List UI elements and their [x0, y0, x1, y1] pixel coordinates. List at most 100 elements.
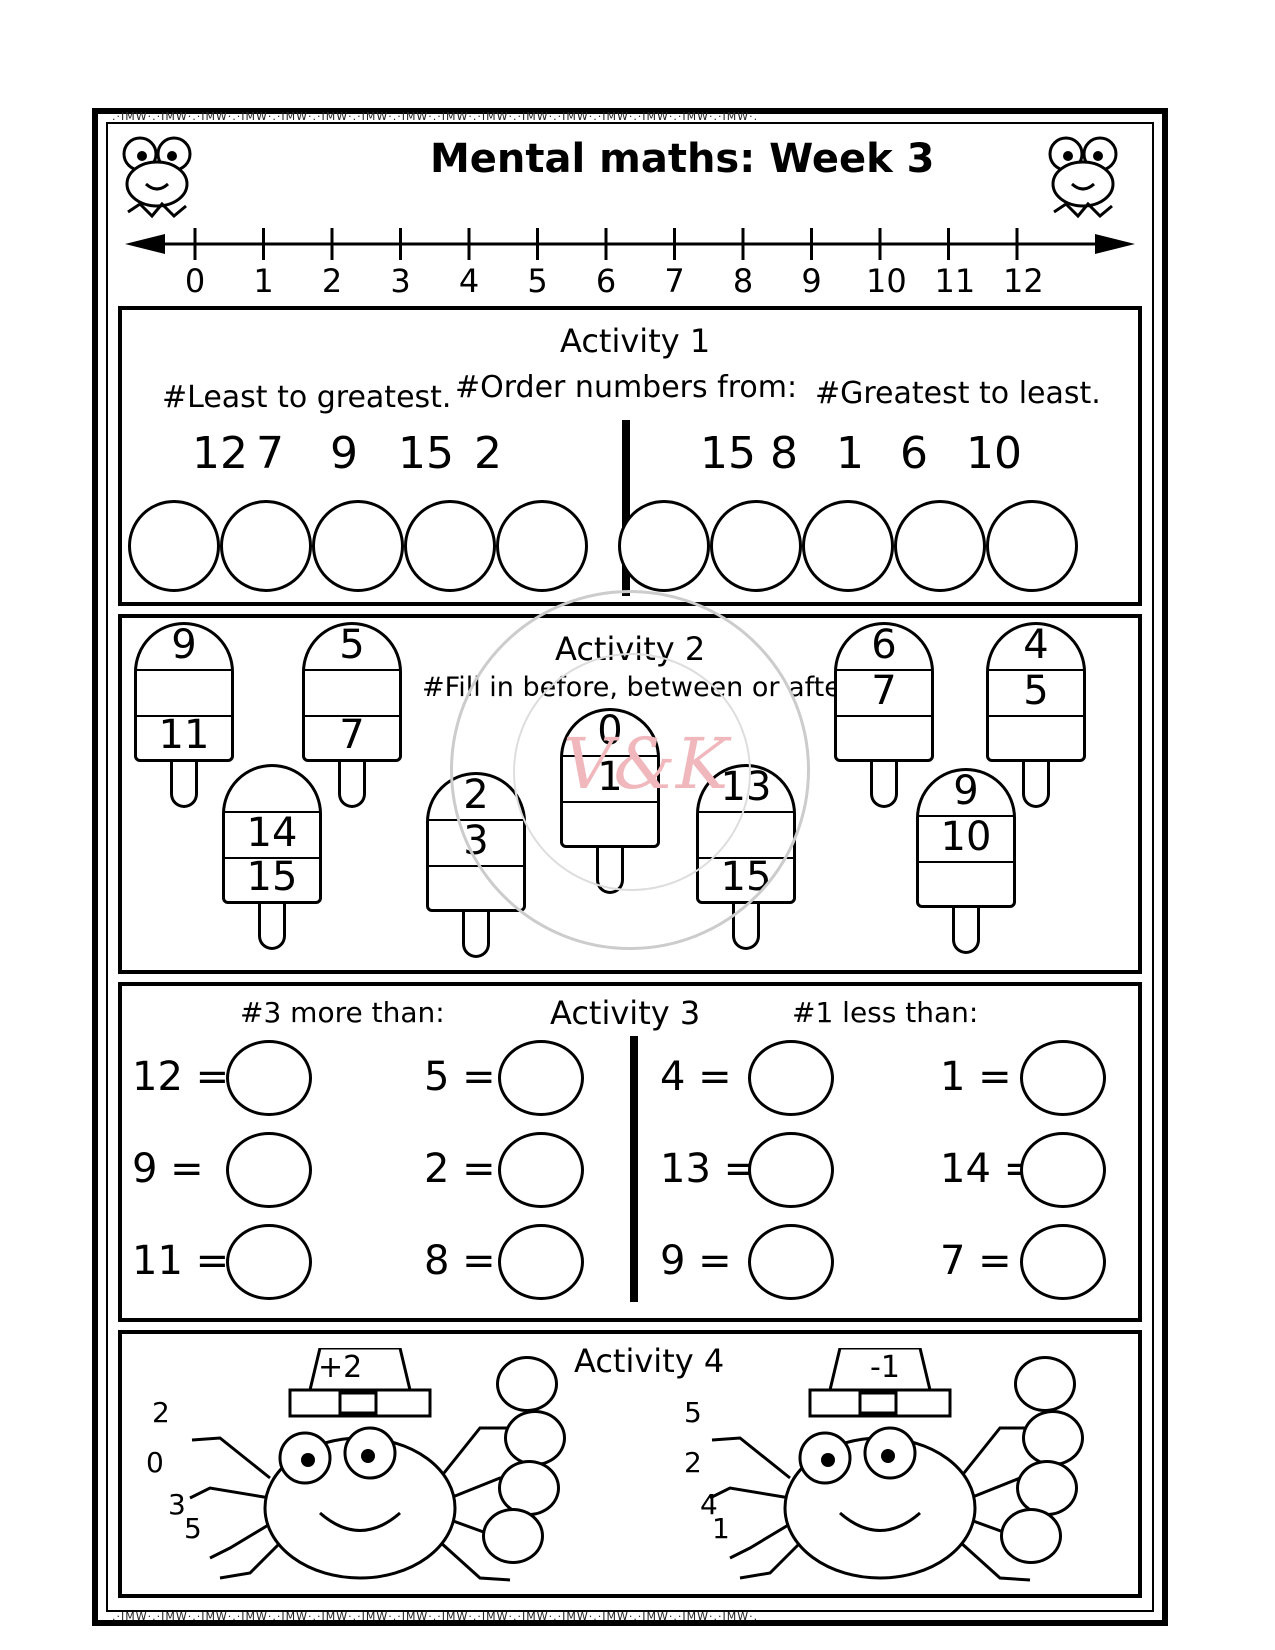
popsicle-band	[225, 857, 319, 859]
activity4-heading: Activity 4	[574, 1342, 725, 1380]
activity2-instruction: #Fill in before, between or after.	[422, 672, 859, 703]
answer-circle	[220, 500, 312, 592]
popsicle-bottom-number: 11	[158, 712, 210, 758]
popsicle-band	[699, 857, 793, 859]
popsicle-body	[302, 622, 402, 762]
popsicle-stick	[170, 762, 198, 808]
popsicle-band	[837, 715, 931, 717]
spider-left-icon	[189, 1348, 521, 1582]
popsicle-body	[222, 764, 322, 904]
popsicle-band	[919, 815, 1013, 817]
popsicle-band	[699, 811, 793, 813]
spider-right-input: 1	[712, 1512, 730, 1545]
popsicle-bottom-number: 15	[246, 854, 298, 900]
popsicle-top-number: 2	[463, 772, 489, 818]
activity2-heading: Activity 2	[555, 630, 706, 668]
popsicle-band	[225, 811, 319, 813]
popsicle-band	[429, 865, 523, 867]
activity3-answer-circle	[226, 1132, 312, 1208]
activity3-answer-circle	[748, 1040, 834, 1116]
popsicle-top-number: 9	[953, 768, 979, 814]
number-line-label: 2	[321, 262, 343, 300]
activity3-equation: 8 =	[424, 1238, 496, 1284]
number-line	[125, 228, 1135, 260]
popsicle-band	[989, 715, 1083, 717]
spider-left-answer-circle	[496, 1356, 558, 1412]
number-line-label: 8	[732, 262, 754, 300]
number-line-label: 12	[1003, 262, 1044, 300]
number-line-label: 4	[458, 262, 480, 300]
spider-right-input: 4	[700, 1488, 718, 1521]
popsicle-band	[837, 669, 931, 671]
spider-left-operation: +2	[318, 1350, 363, 1385]
popsicle-top-number: 9	[171, 622, 197, 668]
page-title: Mental maths: Week 3	[430, 136, 935, 182]
activity2-panel	[118, 614, 1142, 974]
activity1-right-number: 6	[900, 428, 928, 479]
spider-right-answer-circle	[1014, 1356, 1076, 1412]
popsicle-band	[563, 801, 657, 803]
border-pattern-top: .·IMW·.·IMW·.·IMW·.·IMW·.·IMW·.·IMW·.·IM…	[112, 110, 759, 123]
activity1-instruction-middle: #Order numbers from:	[455, 370, 798, 405]
answer-circle	[404, 500, 496, 592]
spider-right-input: 5	[684, 1396, 702, 1429]
spider-right-answer-circle	[1000, 1508, 1062, 1564]
spider-left-answer-circle	[504, 1410, 566, 1466]
frog-right-icon	[1048, 136, 1118, 219]
number-line-label: 9	[801, 262, 822, 300]
spider-right-answer-circle	[1016, 1460, 1078, 1516]
popsicle-top-number: 5	[339, 622, 365, 668]
popsicle-middle-number: 1	[597, 754, 623, 800]
popsicle: 9 11	[134, 622, 234, 812]
activity3-heading: Activity 3	[550, 994, 701, 1032]
popsicle-stick	[596, 848, 624, 894]
answer-circle	[618, 500, 710, 592]
activity3-answer-circle	[498, 1224, 584, 1300]
activity3-equation: 5 =	[424, 1054, 496, 1100]
number-line-label: 5	[527, 262, 548, 300]
spider-left-input: 2	[152, 1396, 170, 1429]
activity3-equation: 13 =	[660, 1146, 758, 1192]
number-line-label: 11	[934, 262, 976, 300]
popsicle-middle-number: 5	[1023, 668, 1049, 714]
popsicle-body	[916, 768, 1016, 908]
border-pattern-bottom: .·IMW·.·IMW·.·IMW·.·IMW·.·IMW·.·IMW·.·IM…	[112, 1610, 759, 1623]
spider-right-input: 2	[684, 1446, 702, 1479]
spider-left-answer-circle	[482, 1508, 544, 1564]
spider-left-input: 3	[168, 1488, 186, 1521]
popsicle-stick	[1022, 762, 1050, 808]
number-line-label: 6	[595, 262, 617, 300]
answer-circle	[128, 500, 220, 592]
activity4-panel	[118, 1330, 1142, 1598]
activity1-right-number: 8	[770, 428, 798, 479]
activity3-panel	[118, 982, 1142, 1322]
answer-circle	[894, 500, 986, 592]
number-line-label: 3	[390, 262, 411, 300]
popsicle-body	[426, 772, 526, 912]
popsicle-middle-number: 7	[871, 668, 897, 714]
popsicle-body	[834, 622, 934, 762]
activity3-instruction-left: #3 more than:	[240, 996, 445, 1029]
activity1-instruction-left: #Least to greatest.	[162, 380, 452, 415]
popsicle-middle-number: 3	[463, 818, 489, 864]
popsicle-stick	[338, 762, 366, 808]
activity1-left-number: 7	[256, 428, 284, 479]
popsicle-band	[429, 819, 523, 821]
popsicle-middle-number: 14	[246, 810, 298, 856]
activity3-equation: 12 =	[132, 1054, 230, 1100]
activity3-answer-circle	[748, 1224, 834, 1300]
answer-circle	[710, 500, 802, 592]
popsicle-body	[696, 764, 796, 904]
activity3-equation: 2 =	[424, 1146, 496, 1192]
activity1-heading: Activity 1	[560, 322, 711, 360]
popsicle-bottom-number: 7	[339, 712, 365, 758]
popsicle-band	[305, 715, 399, 717]
spider-left-input: 0	[146, 1446, 164, 1479]
activity3-answer-circle	[226, 1040, 312, 1116]
